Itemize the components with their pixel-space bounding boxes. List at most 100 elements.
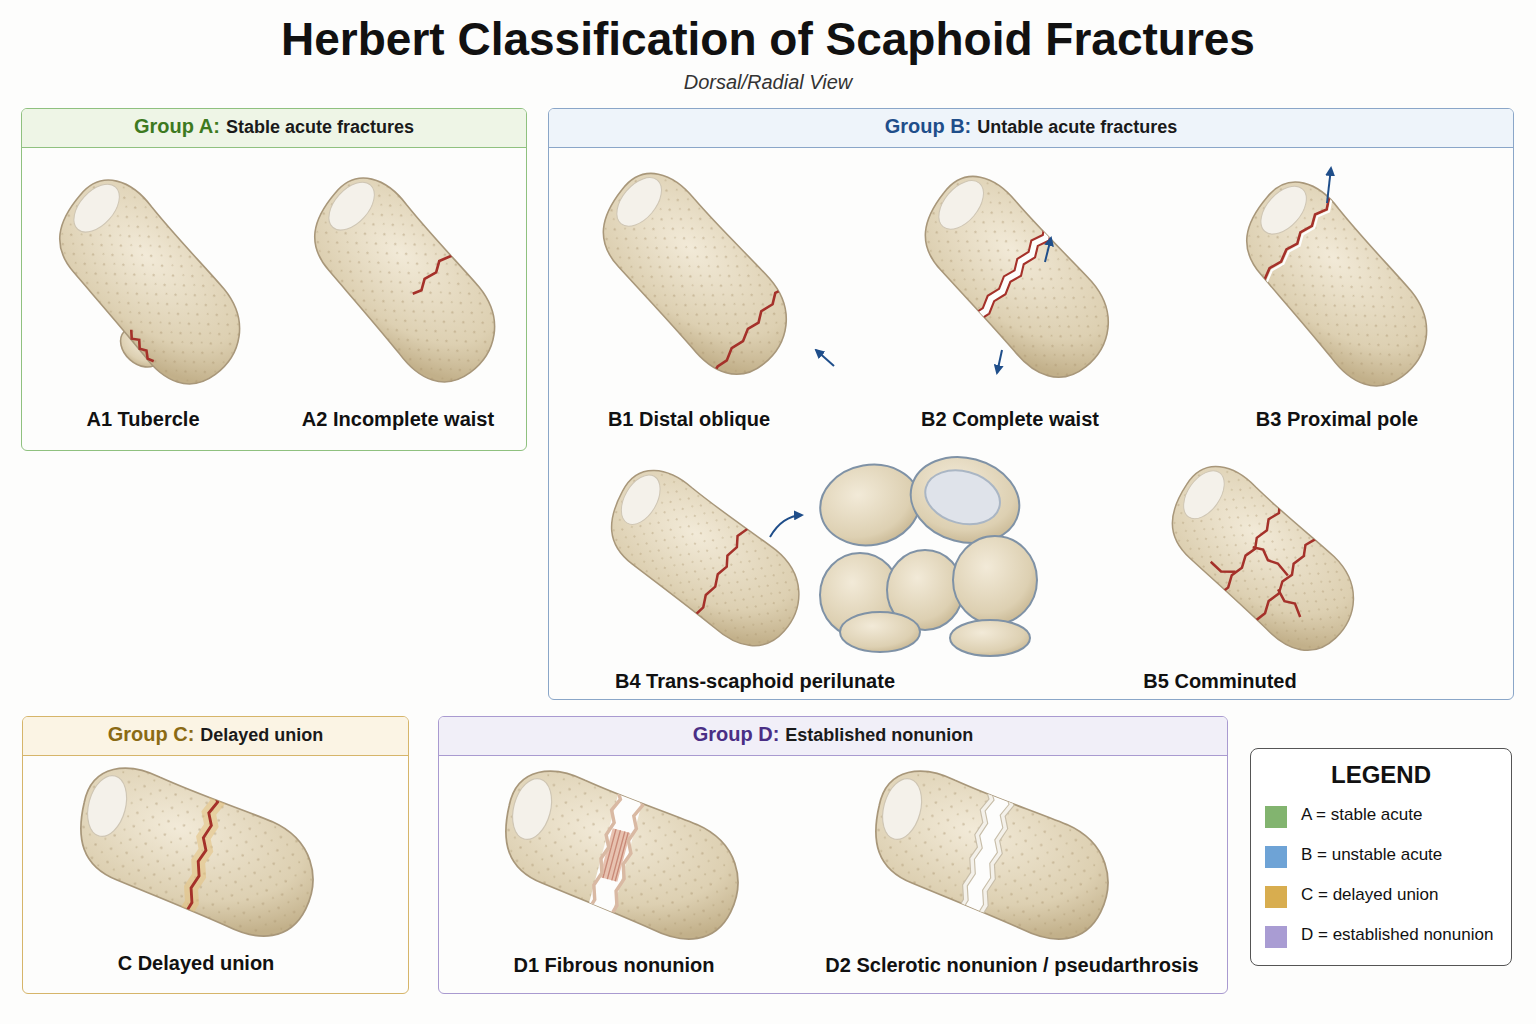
- illustration-part: [1215, 167, 1460, 404]
- illustration-part: [969, 779, 1019, 939]
- illustration-part: [580, 768, 649, 941]
- subtype-label: A1 Tubercle: [87, 408, 200, 431]
- illustration-part: [175, 776, 225, 936]
- bone-b1: [561, 148, 827, 405]
- group-panel: Group B:Untable acute fractures: [548, 108, 1514, 700]
- subtype-label: B4 Trans-scaphoid perilunate: [615, 670, 895, 693]
- illustration-part: [577, 768, 652, 943]
- bone-b5: [1135, 442, 1390, 680]
- illustration-part: [963, 219, 1064, 338]
- illustration-part: [770, 515, 802, 537]
- header-band: Group C:Delayed union: [23, 717, 408, 756]
- legend-text: D = established nonunion: [1301, 925, 1493, 945]
- bone-c: [57, 744, 334, 965]
- illustration-part: [960, 216, 1061, 335]
- header-band: Group A: Stable acute fractures: [22, 109, 526, 148]
- illustration-part: [124, 330, 159, 363]
- legend-text: A = stable acute: [1301, 805, 1422, 825]
- illustration-part: [969, 779, 1019, 939]
- header-band: Group D:Established nonunion: [439, 717, 1227, 756]
- bone-a1: [21, 165, 273, 410]
- illustration-part: [840, 612, 920, 652]
- legend-text: B = unstable acute: [1301, 845, 1442, 865]
- illustration-part: [1238, 188, 1343, 304]
- group-description: Established nonunion: [785, 725, 973, 745]
- carpal-bones: [814, 445, 1037, 656]
- illustration-part: [894, 161, 1141, 395]
- illustration-part: [957, 213, 1065, 337]
- illustration-part: [62, 758, 331, 947]
- illustration-part: [283, 163, 528, 400]
- subtitle: Dorsal/Radial View: [0, 71, 1536, 94]
- group-name: Group B:: [885, 115, 972, 137]
- illustration-part: [919, 462, 1006, 532]
- illustration-part: [953, 536, 1037, 624]
- illustration-part: [1242, 517, 1329, 637]
- illustration-part: [701, 266, 802, 385]
- group-description: Untable acute fractures: [977, 117, 1177, 137]
- subtype-label: B1 Distal oblique: [608, 408, 770, 431]
- illustration-part: [957, 213, 1058, 332]
- group-description: Stable acute fractures: [226, 117, 414, 137]
- legend-swatch: [1265, 886, 1287, 908]
- bone-d1: [481, 742, 760, 972]
- illustration-part: [578, 773, 628, 933]
- subtype-label: B5 Comminuted: [1143, 670, 1296, 693]
- legend-heading: LEGEND: [1251, 761, 1511, 789]
- subtype-label: C Delayed union: [118, 952, 275, 975]
- subtype-label: B3 Proximal pole: [1256, 408, 1418, 431]
- illustration-part: [410, 235, 467, 297]
- title: Herbert Classification of Scaphoid Fract…: [0, 12, 1536, 66]
- illustration-part: [1240, 190, 1345, 306]
- illustration-part: [1144, 452, 1382, 666]
- legend-swatch: [1265, 846, 1287, 868]
- group-name: Group D:: [693, 723, 780, 745]
- illustration-part: [949, 773, 999, 933]
- subtype-label: A2 Incomplete waist: [302, 408, 494, 431]
- illustration-part: [1045, 238, 1051, 262]
- group-name: Group A:: [134, 115, 220, 137]
- illustration-part: [28, 165, 273, 402]
- legend-swatch: [1265, 806, 1287, 828]
- illustration-part: [1238, 188, 1346, 306]
- illustration-part: [814, 457, 926, 553]
- illustration-part: [857, 761, 1126, 950]
- legend-text: C = delayed union: [1301, 885, 1439, 905]
- illustration-part: [949, 773, 1019, 938]
- illustration-part: [487, 761, 756, 950]
- legend-swatch: [1265, 926, 1287, 948]
- illustration-part: [1210, 557, 1236, 578]
- illustration-part: [997, 350, 1002, 373]
- illustration-part: [585, 457, 825, 661]
- illustration-part: [572, 158, 819, 392]
- bone-a2: [283, 153, 536, 400]
- illustration-part: [1251, 544, 1292, 576]
- illustration-part: [175, 776, 225, 936]
- bone-b3: [1203, 157, 1468, 416]
- subtype-label: D1 Fibrous nonunion: [513, 954, 714, 977]
- group-description: Delayed union: [200, 725, 323, 745]
- illustration-part: [701, 266, 802, 385]
- illustration-part: [1187, 479, 1354, 656]
- illustration-part: [600, 779, 650, 939]
- bone-b2: [883, 151, 1149, 408]
- bone-d2: [852, 747, 1129, 968]
- illustration-part: [1272, 589, 1306, 617]
- illustration-part: [949, 773, 999, 933]
- header-band: Group B:Untable acute fractures: [549, 109, 1513, 148]
- illustration-part: [1327, 168, 1331, 203]
- illustration-part: [175, 776, 225, 936]
- group-panel: Group A: Stable acute fractures: [21, 108, 527, 451]
- subtype-label: B2 Complete waist: [921, 408, 1099, 431]
- illustration-part: [816, 350, 834, 366]
- group-panel: Group D:Established nonunion: [438, 716, 1228, 994]
- bone-b4: [577, 446, 831, 675]
- illustration-part: [682, 507, 759, 633]
- group-name: Group C:: [108, 723, 195, 745]
- subtype-label: D2 Sclerotic nonunion / pseudarthrosis: [825, 954, 1198, 977]
- illustration-part: [950, 620, 1030, 656]
- displacement-arrows: [770, 168, 1331, 537]
- legend-box: LEGEND A = stable acute B = unstable acute…: [1250, 748, 1512, 966]
- illustration-part: [410, 235, 467, 297]
